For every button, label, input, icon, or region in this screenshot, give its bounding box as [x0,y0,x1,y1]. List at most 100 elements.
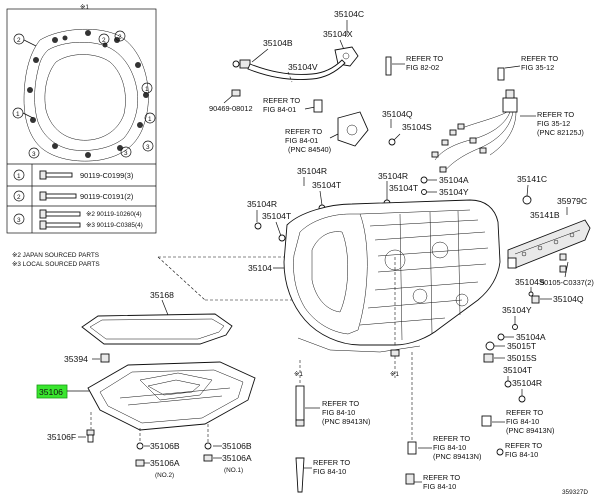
ref-10-line2: FIG 84-10 [423,482,456,491]
label-35168: 35168 [150,290,174,300]
label-35104X: 35104X [323,29,353,39]
label-35015S: 35015S [507,353,537,363]
ref-9-line1: REFER TO [313,458,350,467]
inset-row-3-part-b: ※3 90119-C0385(4) [86,222,143,229]
inset-mark: ※1 [80,4,89,11]
label-35106B-a: 35106B [150,441,180,451]
speed-sensor-part [313,99,323,113]
ref-4-line2: FIG 84-01 [285,136,318,145]
svg-text:3: 3 [124,150,128,157]
label-90105: 90105-C0337(2) [540,278,594,287]
union-fitting [407,441,417,455]
cable-end-fitting [232,59,251,69]
transmission-case-gasket-outline [23,29,149,162]
label-35141B: 35141B [530,210,560,220]
svg-text:3: 3 [146,144,150,151]
inset-row-2-num: 2 [17,194,21,201]
label-35104Q-b: 35104Q [553,294,584,304]
label-35141C: 35141C [517,174,547,184]
ref-10-line1: REFER TO [423,473,460,482]
ref-6-line1: REFER TO [322,399,359,408]
label-35979C: 35979C [557,196,587,206]
svg-text:1: 1 [145,86,149,93]
label-35104R-c: 35104R [247,199,277,209]
shift-control-rod [247,59,346,80]
label-35106F: 35106F [47,432,76,442]
ref-7-line1: REFER TO [433,434,470,443]
drain-plug [86,429,95,443]
inset-row-1-num: 1 [17,173,21,180]
inset-row-1-part: 90119-C0199(3) [80,171,133,180]
transmission-assembly [283,199,501,353]
inset-row-3-part-a: ※2 90119-10260(4) [86,211,142,218]
nut-part [231,89,241,97]
temp-sensor [481,415,492,427]
label-no1: (NO.1) [224,467,243,474]
bolt-icon [39,191,77,201]
pipe-part [295,457,305,493]
ref-8-line3: (PNC 89413N) [506,426,554,435]
svg-text:1: 1 [16,111,20,118]
label-35104C: 35104C [334,9,364,19]
ref-4-line3: (PNC 84540) [288,145,331,154]
ref-5-line3: (PNC 82125J) [537,128,584,137]
label-35106-highlight [36,384,68,399]
neutral-start-switch [337,111,369,147]
note-local-sourced: ※3 LOCAL SOURCED PARTS [12,261,100,268]
ref-8-line2: FIG 84-10 [506,417,539,426]
label-no2: (NO.2) [155,472,174,479]
label-35104A-a: 35104A [439,175,469,185]
ref-11-line1: REFER TO [505,441,542,450]
label-35104Y-b: 35104Y [502,305,532,315]
magnet-part [100,353,110,363]
gasket-bolts [27,30,149,158]
ref-5-line2: FIG 35-12 [537,119,570,128]
figure-id: 359327D [562,489,588,496]
ref-4-line1: REFER TO [285,127,322,136]
svg-text:1: 1 [148,116,152,123]
label-35106: 35106 [39,387,63,397]
label-35104T-a: 35104T [312,180,342,190]
mark-1b: ※1 [294,371,303,378]
svg-text:3: 3 [32,151,36,158]
svg-text:2: 2 [118,34,122,41]
svg-text:2: 2 [17,37,21,44]
connector-bolt [497,67,505,81]
label-35104Y: 35104Y [439,187,469,197]
label-35104S-b: 35104S [515,277,545,287]
mark-1: ※1 [390,371,399,378]
label-35104V: 35104V [288,62,318,72]
valve-body-cover [507,219,591,269]
bolt-icon [39,209,81,230]
ref-2-line2: FIG 35-12 [521,63,554,72]
label-35106B-b: 35106B [222,441,252,451]
ref-8-line1: REFER TO [506,408,543,417]
label-35106A-b: 35106A [222,453,252,463]
label-35104: 35104 [248,263,272,273]
label-35104S-a: 35104S [402,122,432,132]
ref-7-line3: (PNC 89413N) [433,452,481,461]
oil-cooler-tube [295,385,305,427]
label-35104A-b: 35104A [516,332,546,342]
label-35104Q: 35104Q [382,109,413,119]
label-35106A-a: 35106A [150,458,180,468]
ref-9-line2: FIG 84-10 [313,467,346,476]
note-japan-sourced: ※2 JAPAN SOURCED PARTS [12,252,99,259]
bolt-icon [39,170,73,180]
ref-6-line2: FIG 84-10 [322,408,355,417]
label-35394: 35394 [64,354,88,364]
label-35104T-c: 35104T [262,211,292,221]
label-35015T: 35015T [507,341,537,351]
label-35104B: 35104B [263,38,293,48]
inset-box: ※1 2 2 1 1 1 3 3 3 2 [6,4,157,234]
ref-11-line2: FIG 84-10 [505,450,538,459]
ref-1-line1: REFER TO [406,54,443,63]
label-35104T-b: 35104T [389,183,419,193]
ref-5-line1: REFER TO [537,110,574,119]
wire-harness [431,89,518,173]
inset-callouts: 2 2 1 1 1 3 3 3 2 [12,30,156,159]
ref-3-line1: REFER TO [263,96,300,105]
ref-7-line2: FIG 84-10 [433,443,466,452]
